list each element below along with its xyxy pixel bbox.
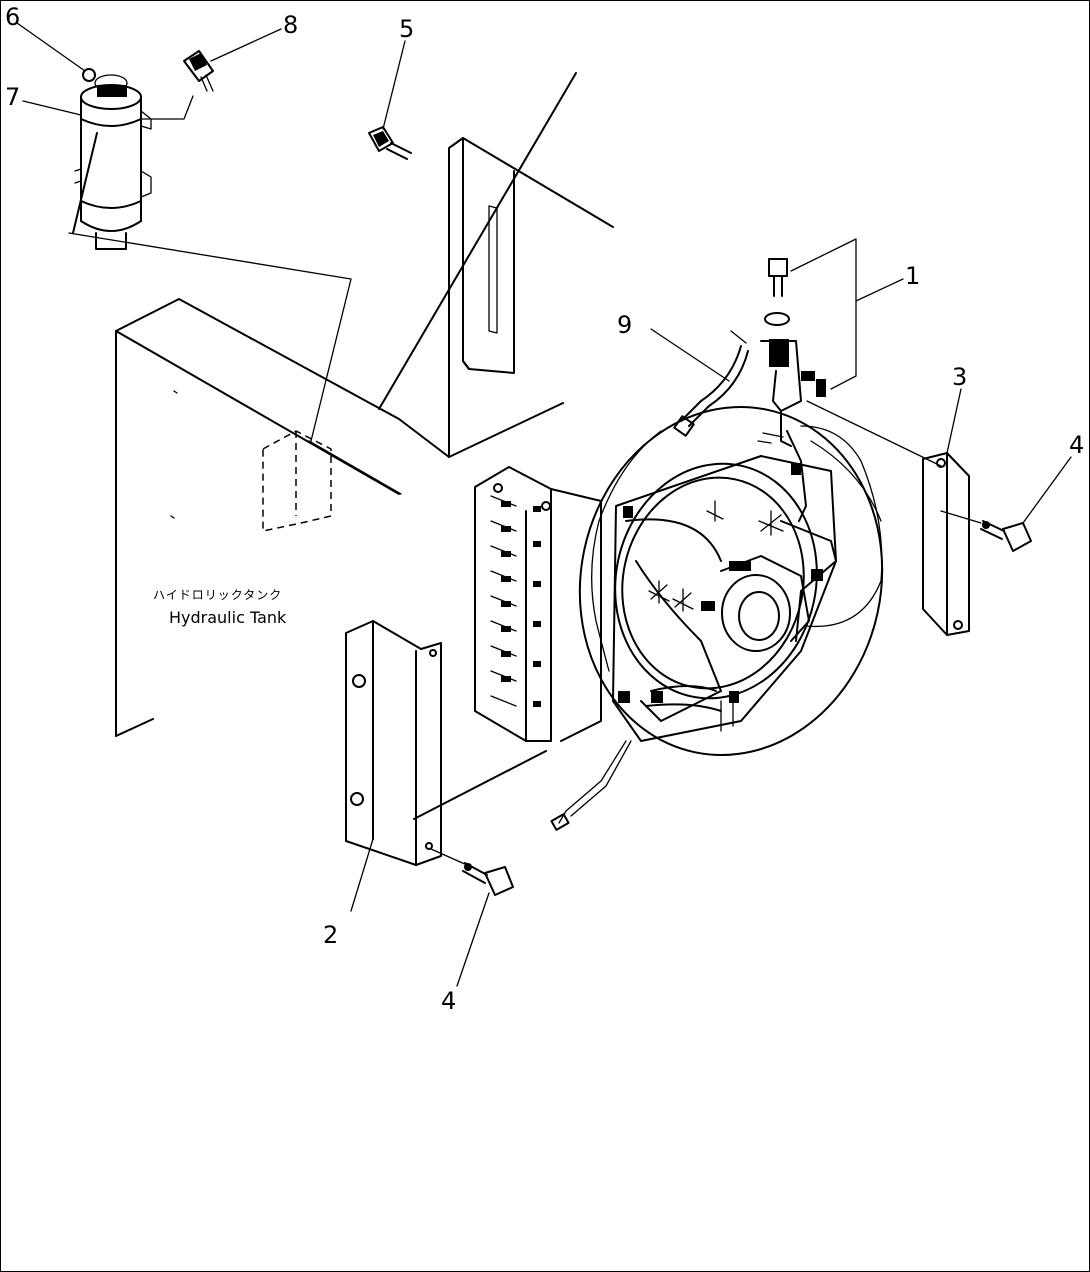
cap-part-6 [16,22,96,82]
valve-part-1 [757,238,942,522]
tank-label-english: Hydraulic Tank [169,608,287,627]
bracket-part-3 [922,388,970,636]
hose-part-9 [591,328,749,672]
callout-5: 5 [399,15,414,43]
bolt-part-4-bottom [430,848,514,987]
callout-9: 9 [617,311,632,339]
filter-canister [68,74,352,442]
callout-labels: 1 2 3 4 4 5 6 7 8 9 [5,3,1084,1015]
hydraulic-tank [115,72,614,820]
callout-3: 3 [952,363,967,391]
callout-4-bottom: 4 [441,987,456,1015]
bolt-part-5 [368,40,412,160]
callout-7: 7 [5,83,20,111]
callout-2: 2 [323,921,338,949]
oil-cooler-core [474,466,602,742]
callout-1: 1 [905,262,920,290]
filter-mount-outline [262,430,402,532]
fan-assembly [550,406,884,831]
hydraulic-tank-label: ハイドロリックタンク Hydraulic Tank [153,588,287,627]
bracket-part-2 [345,620,442,912]
fitting-part-8 [140,28,282,120]
callout-6: 6 [5,3,20,31]
bolt-part-4-right [940,456,1072,552]
callout-4-right: 4 [1069,431,1084,459]
tank-label-japanese: ハイドロリックタンク [153,588,282,602]
callout-8: 8 [283,11,298,39]
